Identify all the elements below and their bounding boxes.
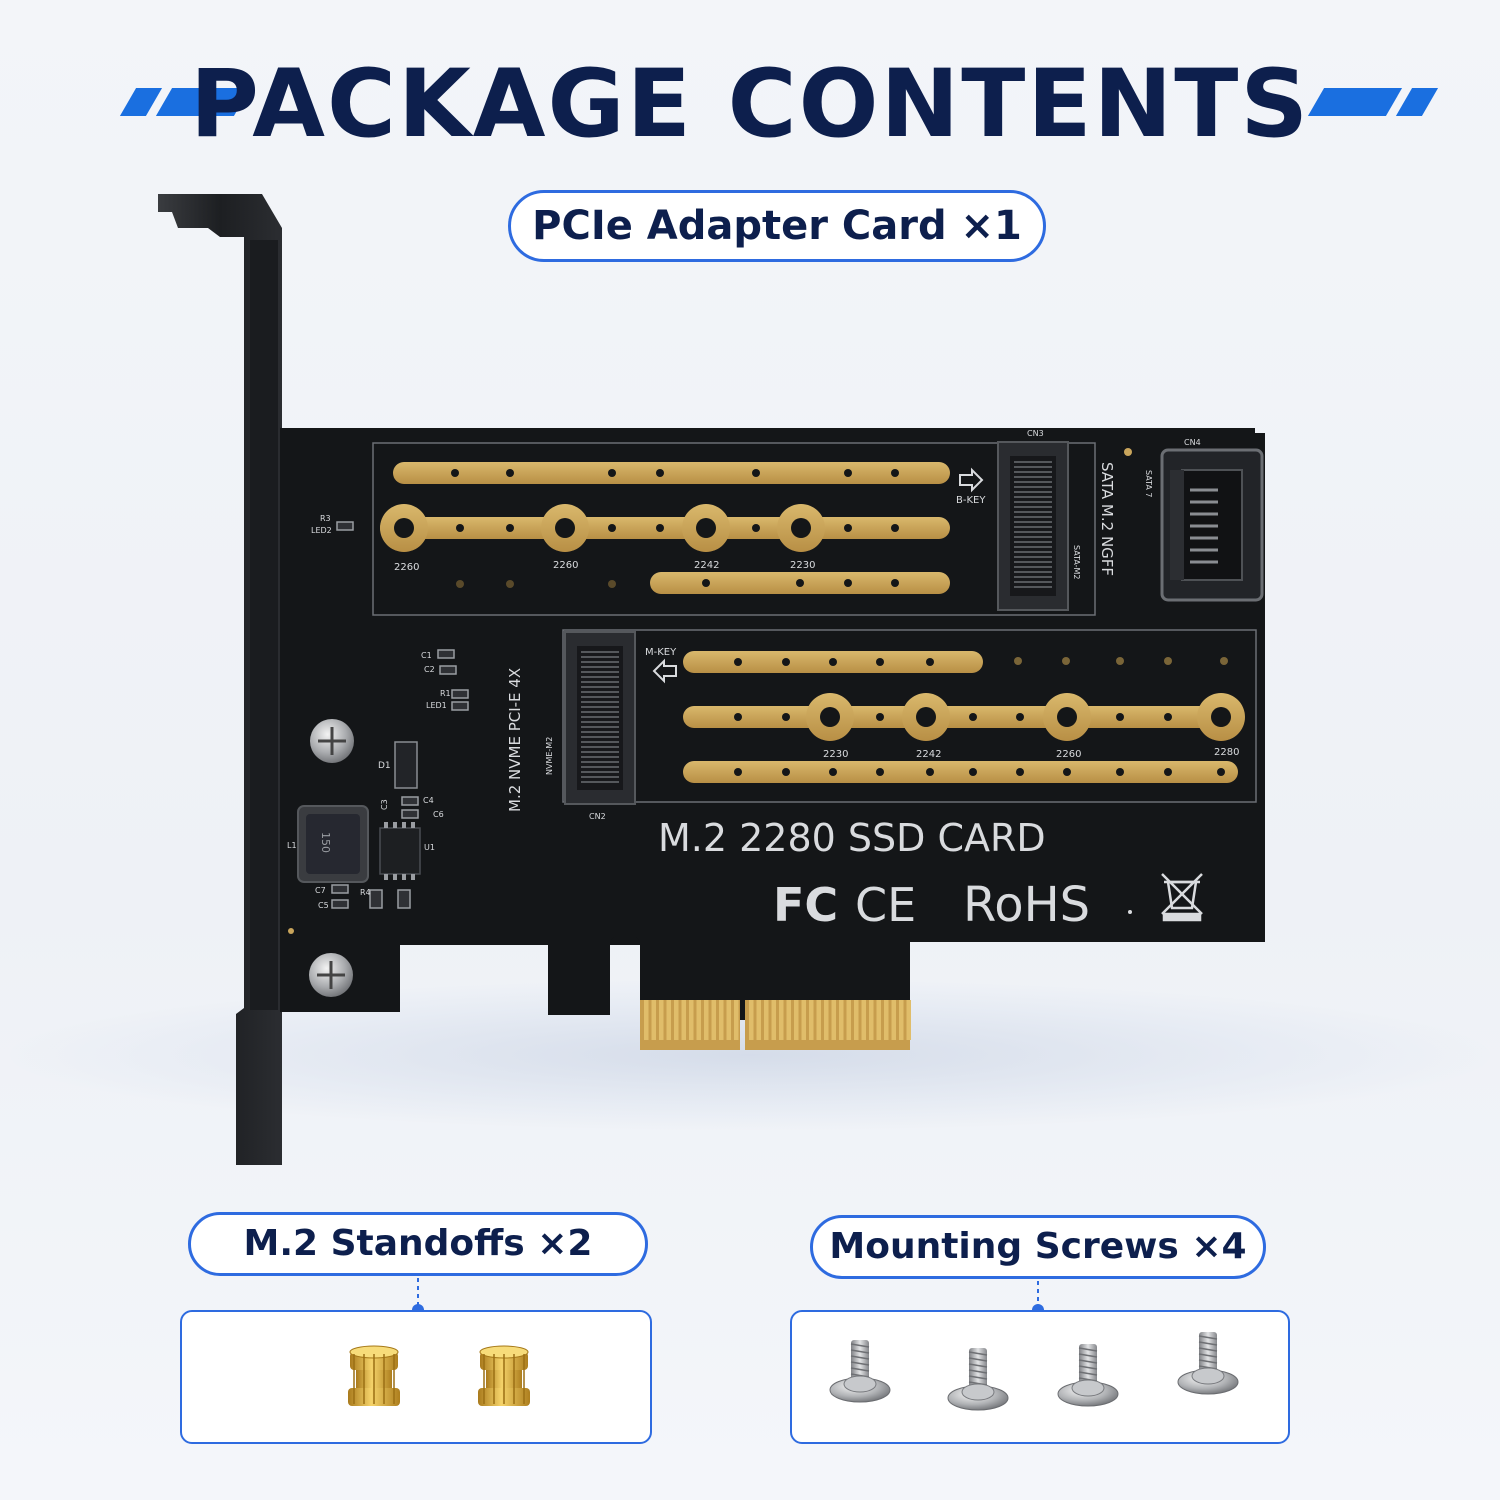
silk-label: C3 (380, 799, 389, 810)
mounting-screw (947, 1348, 1009, 1411)
m2-connector-b-key (997, 441, 1069, 611)
inductor-marking: 150 (319, 832, 332, 853)
fc-mark: FC (773, 878, 838, 932)
b-key-label: B-KEY (956, 495, 986, 506)
arrow-icon (652, 658, 677, 684)
size-label: 2260 (394, 562, 419, 573)
mounting-screw (829, 1340, 891, 1403)
silk-label: C5 (318, 901, 329, 910)
screws-illustration (829, 1332, 1239, 1411)
nvme-mounting-rails (683, 651, 1245, 783)
cn4-label: CN4 (1184, 438, 1201, 447)
mounting-screw (1177, 1332, 1239, 1395)
inductor (297, 805, 369, 883)
standoffs-illustration (348, 1345, 530, 1406)
gold-fingers (640, 1000, 911, 1050)
silk-label: U1 (424, 843, 435, 852)
chip-u1 (379, 822, 421, 880)
silk-label: C7 (315, 886, 326, 895)
m2-connector-m-key (564, 631, 636, 805)
brass-standoff (348, 1345, 400, 1406)
size-label: 2230 (790, 560, 815, 571)
diode-d1 (394, 741, 418, 789)
standoffs-label: M.2 Standoffs ×2 (188, 1212, 648, 1276)
silk-label: C1 (421, 651, 432, 660)
silk-label: C4 (423, 796, 434, 805)
cn2-label: CN2 (589, 812, 606, 821)
size-label: 2260 (553, 560, 578, 571)
silk-label: R3 (320, 514, 331, 523)
silk-label: R4 (360, 888, 371, 897)
board-screw-top (310, 719, 354, 763)
cn3-label: CN3 (1027, 429, 1044, 438)
standoffs-box (180, 1310, 652, 1444)
silk-label: LED1 (426, 701, 447, 710)
sata-port (1160, 448, 1264, 602)
size-label: 2242 (694, 560, 719, 571)
sata-vertical-label: SATA M.2 NGFF (1098, 462, 1116, 576)
size-label: 2242 (916, 749, 941, 760)
nvme-m2-label: NVME-M2 (545, 737, 554, 775)
screws-label: Mounting Screws ×4 (810, 1215, 1266, 1279)
silk-label: C6 (433, 810, 444, 819)
sata7-label: SATA 7 (1144, 470, 1153, 497)
size-label: 2260 (1056, 749, 1081, 760)
ce-mark: CE (855, 878, 916, 932)
card-model-print: M.2 2280 SSD CARD (658, 816, 1046, 860)
silk-label: D1 (378, 761, 391, 771)
silk-label: LED2 (311, 526, 332, 535)
screws-box (790, 1310, 1290, 1444)
metal-bracket (158, 194, 282, 1165)
silk-label: L1 (287, 841, 297, 850)
weee-bin-icon (1161, 873, 1203, 922)
sata-m2-label: SATA-M2 (1072, 545, 1081, 580)
board-screw-bottom (309, 953, 353, 997)
silk-label: C2 (424, 665, 435, 674)
smd-components (331, 521, 469, 909)
card-label: PCIe Adapter Card ×1 (508, 190, 1046, 262)
nvme-vertical-label: M.2 NVME PCI-E 4X (506, 668, 524, 812)
title-row: PACKAGE CONTENTS (0, 40, 1500, 170)
sata-mounting-rails (380, 462, 950, 594)
brass-standoff (478, 1345, 530, 1406)
silk-label: R1 (440, 689, 451, 698)
led-dot (1124, 448, 1132, 456)
size-label: 2230 (823, 749, 848, 760)
mounting-screw (1057, 1344, 1119, 1407)
size-label: 2280 (1214, 747, 1239, 758)
m-key-label: M-KEY (645, 647, 677, 658)
arrow-icon (959, 467, 984, 493)
page-title: PACKAGE CONTENTS (189, 50, 1311, 159)
rohs-mark: RoHS (963, 877, 1090, 933)
